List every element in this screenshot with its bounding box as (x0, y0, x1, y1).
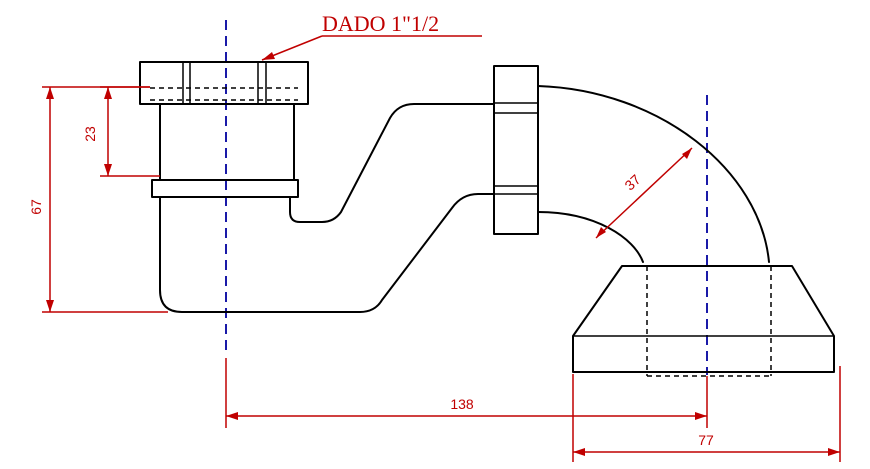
vertical-pipe (159, 103, 295, 181)
elbow-nut (493, 65, 539, 235)
dimension-label-67: 67 (28, 199, 44, 215)
dimension-77: 77 (572, 366, 841, 462)
dimension-138: 138 (225, 358, 708, 428)
callout-label: DADO 1"1/2 (322, 11, 439, 36)
dimension-37: 37 (595, 147, 693, 239)
outlet-base (572, 265, 835, 377)
dimension-label-23: 23 (82, 126, 98, 142)
dimension-label-77: 77 (698, 432, 714, 448)
elbow-bend (537, 85, 770, 263)
trap-body (159, 103, 495, 313)
dimension-label-138: 138 (450, 396, 474, 412)
dimension-23: 23 (82, 86, 160, 177)
collar-ring (151, 179, 299, 198)
callout-dado: DADO 1"1/2 (261, 11, 482, 61)
top-nut (139, 61, 309, 105)
dimension-label-37: 37 (621, 171, 643, 193)
centerlines (225, 20, 708, 375)
dimension-67: 67 (28, 86, 168, 313)
